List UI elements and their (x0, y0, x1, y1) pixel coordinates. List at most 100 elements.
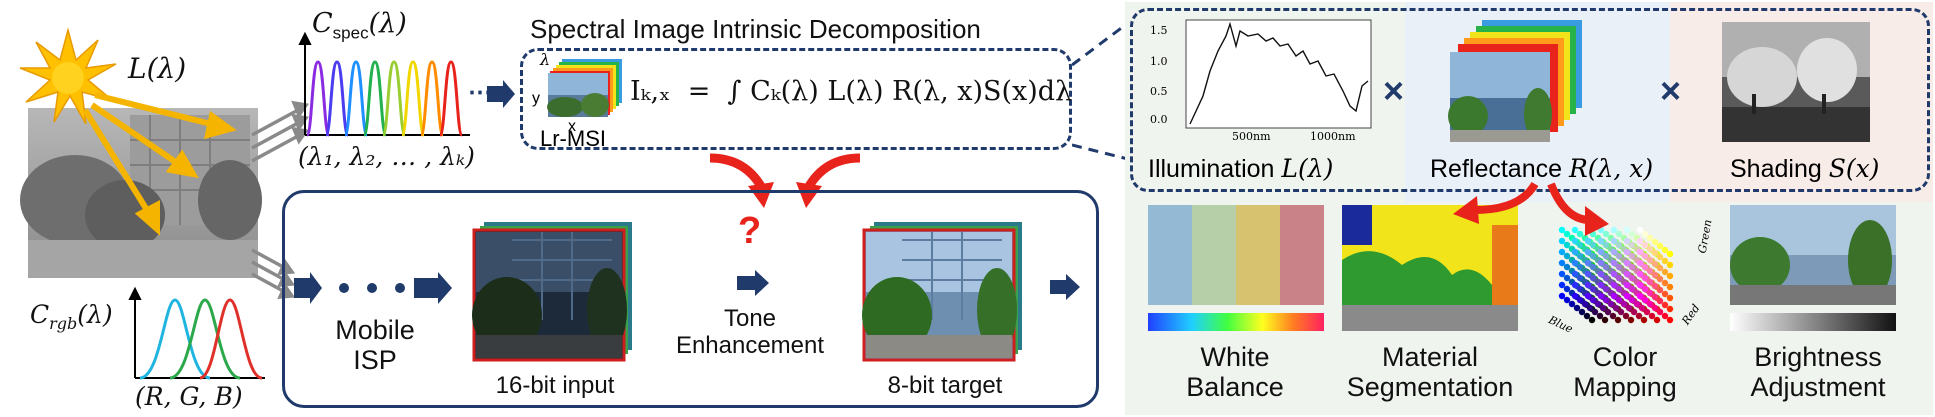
color-cube-dot (1599, 304, 1607, 312)
output-arrow (1050, 274, 1080, 300)
color-cube-dot (1597, 281, 1605, 289)
color-cube-dot (1558, 259, 1566, 267)
color-cube-dot (1558, 226, 1566, 234)
color-cube-dot (1584, 270, 1592, 278)
color-cube-dot (1646, 289, 1654, 297)
color-cube-dot (1636, 259, 1644, 267)
decomposition-equation: Iₖ,ₓ = ∫ Cₖ(λ) L(λ) R(λ, x)S(x)dλ (630, 76, 1073, 107)
plot-ytick-4: 0.0 (1150, 113, 1168, 126)
color-cube-dot (1563, 230, 1571, 238)
color-cube-dot (1641, 285, 1649, 293)
color-cube-dot (1602, 285, 1610, 293)
reflectance-title: Reflectance R(λ, x) (1430, 154, 1654, 183)
color-cube-dot (1576, 241, 1584, 249)
color-cube-dot (1602, 241, 1610, 249)
color-cube-dot (1643, 308, 1651, 316)
lr-msi-stack (547, 59, 622, 117)
color-cube-dot (1651, 238, 1659, 246)
color-cube-dot (1656, 275, 1664, 283)
color-cube-dot (1589, 241, 1597, 249)
sun-rays (82, 92, 237, 236)
color-cube-dot (1571, 248, 1579, 256)
color-cube-dot (1666, 272, 1674, 280)
color-cube-dot (1612, 304, 1620, 312)
color-cube-dot (1607, 300, 1615, 308)
color-cube-dot (1563, 296, 1571, 304)
plot-xtick-2: 1000nm (1310, 130, 1356, 143)
color-cube-dot (1666, 250, 1674, 258)
color-cube-dot (1628, 274, 1636, 282)
color-cube-dot (1641, 263, 1649, 271)
color-cube-dot (1628, 252, 1636, 260)
color-cube-dot (1661, 301, 1669, 309)
color-cube-dot (1636, 248, 1644, 256)
color-cube-dot (1558, 292, 1566, 300)
color-cube-dot (1625, 304, 1633, 312)
color-cube-dot (1623, 292, 1631, 300)
color-cube-dot (1627, 316, 1635, 324)
color-cube-dot (1589, 263, 1597, 271)
spectral-band-curve (362, 60, 388, 137)
color-cube-dot (1641, 296, 1649, 304)
color-cube-dot (1594, 300, 1602, 308)
left-section (19, 27, 470, 380)
rgb-curves (139, 298, 263, 380)
plot-ytick-1: 1.5 (1150, 24, 1168, 37)
color-cube-dot (1576, 230, 1584, 238)
color-cube-dot (1623, 226, 1631, 234)
color-cube-dot (1558, 270, 1566, 278)
color-cube-dot (1615, 252, 1623, 260)
illumination-label: L(λ) (128, 52, 187, 85)
color-cube-dot (1623, 237, 1631, 245)
color-cube-dot (1622, 312, 1630, 320)
color-cube-dot (1584, 259, 1592, 267)
color-cube-dot (1623, 248, 1631, 256)
illumination-plot (1185, 19, 1372, 129)
color-cube-dot (1563, 274, 1571, 282)
color-cube-dot (1615, 241, 1623, 249)
color-cube-dot (1630, 308, 1638, 316)
color-cube-dot (1666, 305, 1674, 313)
color-cube-dot (1666, 316, 1674, 324)
color-cube-dot (1648, 312, 1656, 320)
color-cube-dot (1610, 248, 1618, 256)
color-cube-dot (1646, 256, 1654, 264)
arrow-head (416, 278, 427, 298)
color-cube-dot (1571, 270, 1579, 278)
question-mark: ? (738, 210, 762, 252)
color-cube-dot (1636, 226, 1644, 234)
color-cube-dot (1609, 312, 1617, 320)
color-cube-dot (1610, 270, 1618, 278)
color-cube-dot (1571, 259, 1579, 267)
color-cube-dot (1602, 230, 1610, 238)
color-cube-dot (1623, 270, 1631, 278)
reflectance-arrows (1453, 181, 1609, 236)
spectral-band-curve (438, 60, 464, 137)
color-cube-dot (1583, 312, 1591, 320)
axis-x: x (568, 118, 576, 135)
color-cube-dot (1584, 237, 1592, 245)
color-cube-dot (1656, 286, 1664, 294)
color-cube-dot (1641, 274, 1649, 282)
color-cube-dot (1638, 304, 1646, 312)
color-cube-dot (1656, 264, 1664, 272)
color-mapping-thumb (1558, 226, 1674, 324)
red-arrows (709, 153, 861, 208)
color-cube-dot (1563, 285, 1571, 293)
axis-lambda: λ (540, 50, 551, 69)
color-cube-dot (1636, 237, 1644, 245)
color-cube-dot (1597, 237, 1605, 245)
decomposition-box (520, 48, 1072, 150)
times-1: × (1383, 70, 1405, 111)
color-cube-dot (1602, 263, 1610, 271)
color-cube-dot (1651, 249, 1659, 257)
color-cube-dot (1661, 290, 1669, 298)
color-cube-dot (1597, 259, 1605, 267)
color-cube-dot (1596, 312, 1604, 320)
color-cube-dot (1641, 241, 1649, 249)
color-cube-dot (1589, 274, 1597, 282)
rgb-tuple-label: (R, G, B) (135, 382, 243, 411)
